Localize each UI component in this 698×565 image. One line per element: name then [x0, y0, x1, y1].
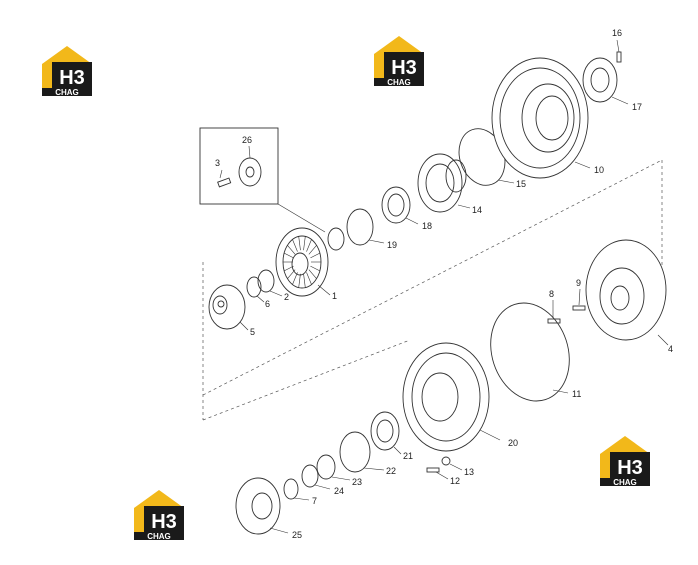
part-16-bolt	[616, 51, 622, 63]
wheel-blade	[287, 269, 296, 279]
callout-4: 4	[668, 344, 673, 354]
part-13-washer	[441, 456, 451, 466]
part-10-housing	[491, 57, 589, 179]
wheel-blade	[303, 273, 306, 288]
callout-8: 8	[549, 289, 554, 299]
callout-15: 15	[516, 179, 526, 189]
part-25-flange	[235, 477, 281, 535]
callout-6: 6	[265, 299, 270, 309]
callout-7: 7	[312, 496, 317, 506]
callout-19: 19	[387, 240, 397, 250]
part-8-bolt	[547, 318, 561, 324]
wheel-blade	[303, 236, 306, 251]
house-logo-icon: H3 CHAG	[374, 36, 424, 87]
callout-3: 3	[215, 158, 220, 168]
part-17-cover-plate	[582, 57, 618, 103]
logo-text-top: H3	[391, 57, 417, 79]
wheel-blade	[287, 245, 296, 255]
watermark-logo-top-center: H3 CHAG	[370, 34, 428, 88]
callout-14: 14	[472, 205, 482, 215]
wheel-blade	[308, 245, 317, 255]
wheel-blade	[292, 272, 298, 285]
callout-21: 21	[403, 451, 413, 461]
house-logo-icon: H3 CHAG	[134, 490, 184, 541]
part-7-ring	[283, 478, 299, 500]
part-18-bearing	[381, 186, 411, 224]
part-3-pin	[217, 177, 232, 188]
watermark-logo-top-left: H3 CHAG	[38, 44, 96, 98]
wheel-blade	[306, 272, 312, 285]
callout-9: 9	[576, 278, 581, 288]
part-11-seal-ring	[490, 302, 570, 402]
logo-text-top: H3	[617, 457, 643, 479]
wheel-blade	[284, 252, 294, 259]
logo-text-top: H3	[151, 511, 177, 533]
house-logo-icon: H3 CHAG	[600, 436, 650, 487]
callout-12: 12	[450, 476, 460, 486]
callout-11: 11	[572, 389, 581, 399]
part-6-ring	[246, 276, 262, 298]
wheel-blade	[306, 239, 312, 252]
detail-inset-box	[199, 127, 326, 233]
part-5-flange	[208, 284, 246, 330]
logo-text-bottom: CHAG	[387, 78, 411, 87]
wheel-blade	[308, 269, 317, 279]
callout-13: 13	[464, 467, 474, 477]
part-21-bearing	[370, 411, 400, 451]
watermark-logo-bottom-left: H3 CHAG	[130, 488, 188, 542]
callout-5: 5	[250, 327, 255, 337]
wheel-blade	[310, 265, 320, 272]
part-20-housing	[402, 342, 490, 452]
callout-24: 24	[334, 486, 344, 496]
part-26-washer	[238, 157, 262, 187]
part-14-gear-hub	[417, 153, 467, 213]
watermark-logo-bottom-right: H3 CHAG	[596, 434, 654, 488]
part-19-snap-ring	[346, 208, 374, 246]
wheel-blade	[310, 252, 320, 259]
part-19-snap-ring-small	[327, 227, 345, 251]
part-9-pin	[572, 305, 586, 311]
part-22-o-ring	[339, 431, 371, 473]
part-2-ring	[257, 269, 275, 293]
callout-20: 20	[508, 438, 518, 448]
callout-17: 17	[632, 102, 642, 112]
part-23-ring	[316, 454, 336, 480]
callout-22: 22	[386, 466, 396, 476]
logo-text-bottom: CHAG	[147, 532, 171, 541]
part-4-disc	[585, 239, 667, 341]
callout-26: 26	[242, 135, 252, 145]
callout-1: 1	[332, 291, 337, 301]
callout-16: 16	[612, 28, 622, 38]
callout-25: 25	[292, 530, 302, 540]
callout-18: 18	[422, 221, 432, 231]
logo-text-bottom: CHAG	[613, 478, 637, 487]
callout-10: 10	[594, 165, 604, 175]
logo-text-top: H3	[59, 67, 85, 89]
wheel-blade	[298, 273, 301, 288]
logo-text-bottom: CHAG	[55, 88, 79, 97]
callout-labels: 1 2 3 4 5 6 7 8 9 10 11 12 13 14 15 16 1	[215, 28, 673, 540]
callout-23: 23	[352, 477, 362, 487]
wheel-blade	[284, 265, 294, 272]
callout-2: 2	[284, 292, 289, 302]
house-logo-icon: H3 CHAG	[42, 46, 92, 97]
wheel-blade	[292, 239, 298, 252]
part-1-wheel	[275, 227, 329, 297]
wheel-blade	[298, 236, 301, 251]
part-12-bolt	[426, 467, 440, 473]
part-24-ring	[301, 464, 319, 488]
